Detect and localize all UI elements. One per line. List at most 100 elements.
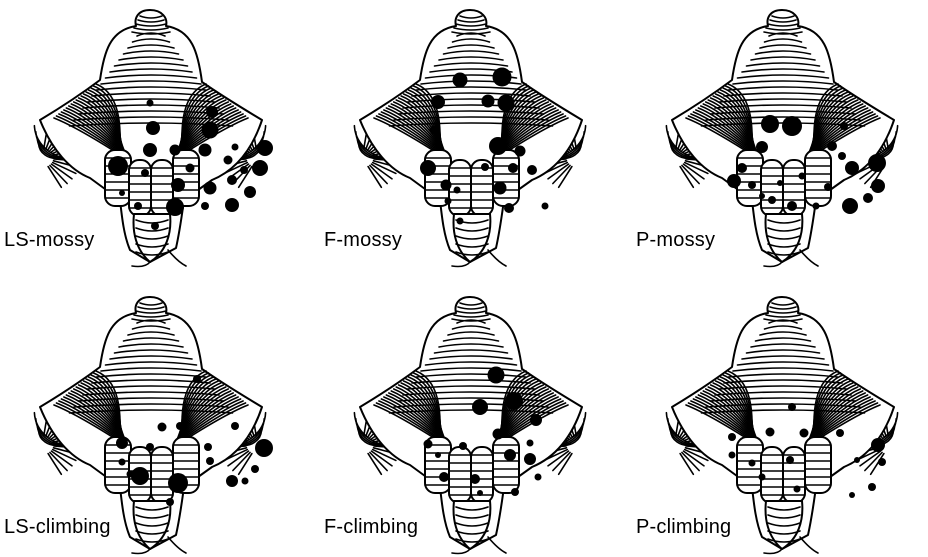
label-dot [459,442,467,450]
label-dot [729,452,736,459]
label-dot [441,180,452,191]
panel-p-climbing: P-climbing [632,287,928,557]
label-dot [728,433,736,441]
label-dot [199,144,212,157]
label-dot [505,392,523,410]
label-dot [131,467,149,485]
label-dot [845,161,859,175]
label-dot [227,175,237,185]
label-dot [232,144,239,151]
label-dot [871,438,885,452]
label-dot [420,160,436,176]
label-dot [151,222,159,230]
label-dot [842,198,858,214]
label-dot [863,193,873,203]
label-dot [204,182,217,195]
label-dot [489,137,507,155]
label-dot [854,457,860,463]
label-dot [424,440,433,449]
label-dot [748,181,756,189]
label-dot [768,196,776,204]
label-dot [794,486,801,493]
label-dot [494,182,507,195]
label-dot [737,163,747,173]
label-dot [252,160,268,176]
label-dot [457,218,464,225]
label-dot [146,443,154,451]
label-dot [878,458,886,466]
label-dot [871,179,885,193]
label-dot [787,201,797,211]
label-dot [749,460,756,467]
label-dot [231,422,239,430]
label-dot [206,457,214,465]
label-dot [240,166,248,174]
panel-f-mossy: F-mossy [320,0,620,270]
label-dot [431,95,445,109]
label-dot [493,68,512,87]
label-dot [727,174,741,188]
label-dot [527,165,537,175]
label-dot [799,173,806,180]
panel-f-climbing: F-climbing [320,287,620,557]
label-dot [472,399,488,415]
label-dot [766,428,775,437]
label-dot [542,203,549,210]
label-dot [840,122,848,130]
label-dot [168,473,188,493]
panel-p-mossy: P-mossy [632,0,928,270]
label-dot [470,474,480,484]
label-dot [435,452,441,458]
label-dot [454,187,461,194]
label-dot [482,95,495,108]
label-dot [786,456,794,464]
label-dot [193,375,201,383]
label-dot [481,163,489,171]
label-dot [430,126,439,135]
label-dot [225,198,239,212]
label-dot [524,453,536,465]
label-dot [477,490,483,496]
label-dot [530,414,542,426]
label-dot [493,429,504,440]
label-dot [255,439,273,457]
label-dot [116,437,128,449]
label-dot [849,492,855,498]
label-dot [535,474,542,481]
label-dot [202,122,219,139]
label-dot [143,143,157,157]
label-dot [244,186,256,198]
label-dot [759,474,766,481]
label-dot [836,429,844,437]
label-dot [119,190,125,196]
panel-ls-climbing: LS-climbing [0,287,300,557]
label-dot [119,459,126,466]
label-dot [813,143,821,151]
label-dot [782,116,802,136]
label-dot [201,202,209,210]
panel-label: P-climbing [636,516,731,539]
label-dot [186,164,195,173]
label-dot [788,403,796,411]
label-dot [439,472,449,482]
label-dot [141,169,149,177]
panel-label: P-mossy [636,229,715,252]
label-dot [171,178,185,192]
label-dot [868,154,886,172]
label-dot [488,367,505,384]
label-dot [838,152,846,160]
label-dot [515,146,526,157]
label-dot [511,488,519,496]
label-dot [170,145,181,156]
label-dot [761,115,779,133]
label-dot [147,100,154,107]
label-dot [777,180,783,186]
label-dot [134,202,142,210]
label-dot [453,73,468,88]
label-dot [800,429,809,438]
label-dot [166,198,184,216]
panel-label: LS-mossy [4,229,95,252]
label-dot [166,498,174,506]
label-dot [504,449,516,461]
